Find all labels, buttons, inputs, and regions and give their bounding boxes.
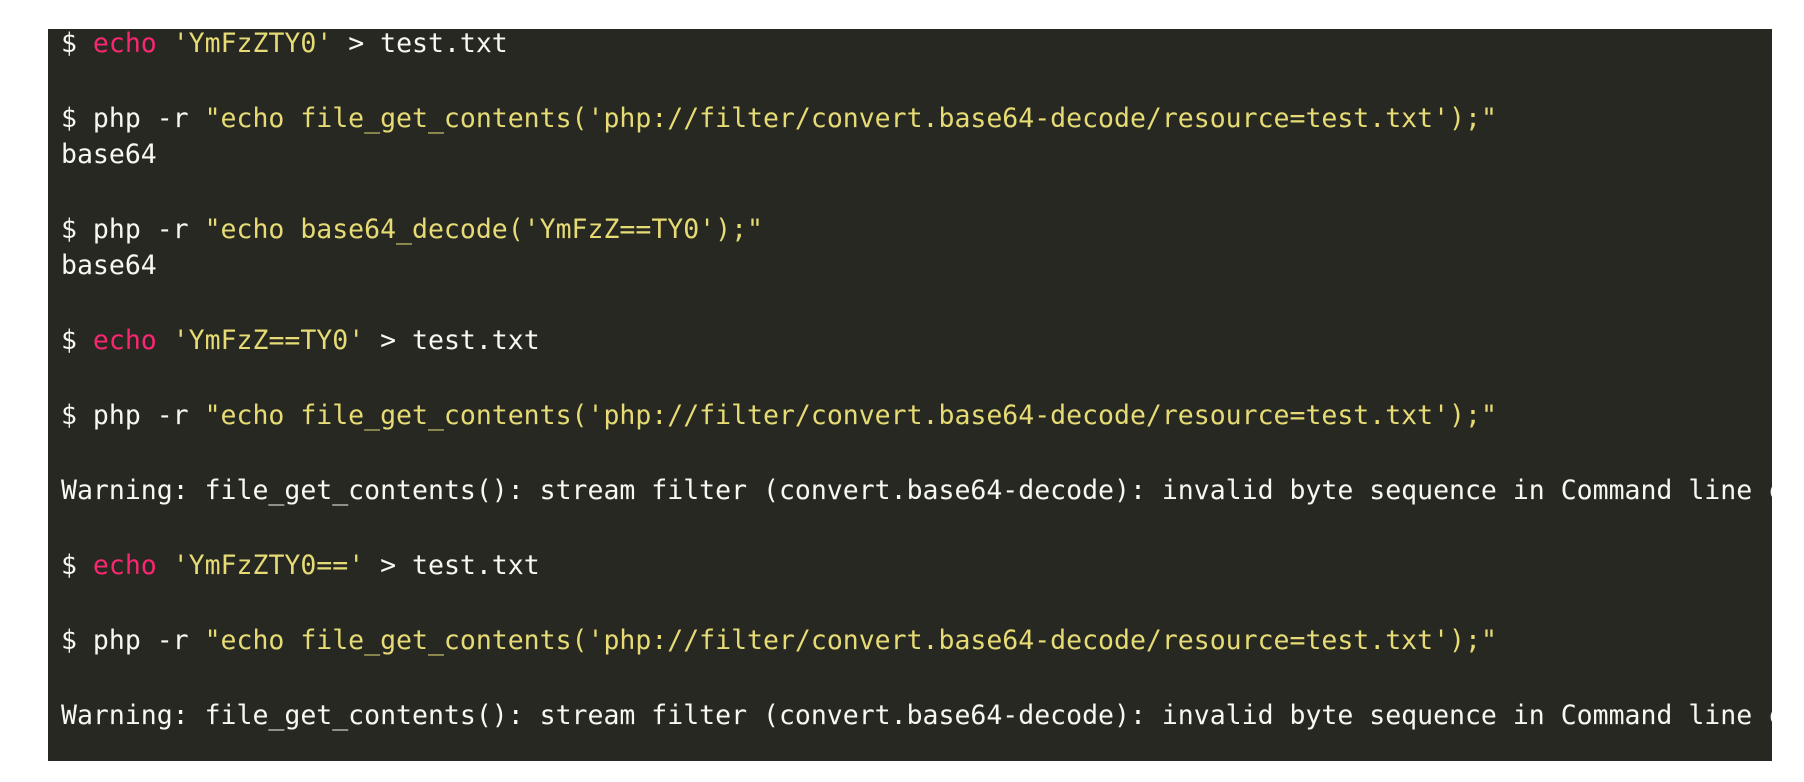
text-token: base64 <box>61 250 157 281</box>
string-token: "echo file_get_contents('php://filter/co… <box>204 625 1497 656</box>
text-token: > test.txt <box>364 550 540 581</box>
code-line: $ php -r "echo file_get_contents('php://… <box>61 622 1497 659</box>
text-token: > test.txt <box>332 29 508 59</box>
code-line: $ echo 'YmFzZTY0==' > test.txt <box>61 547 540 584</box>
code-line: Warning: file_get_contents(): stream fil… <box>61 472 1772 509</box>
string-token: 'YmFzZ==TY0' <box>172 325 365 356</box>
string-token: "echo base64_decode('YmFzZ==TY0');" <box>204 214 763 245</box>
keyword-token: echo <box>92 325 157 356</box>
code-line: base64 <box>61 136 157 173</box>
code-line: Warning: file_get_contents(): stream fil… <box>61 697 1772 734</box>
text-token: base64 <box>61 139 157 170</box>
string-token: "echo file_get_contents('php://filter/co… <box>204 103 1497 134</box>
keyword-token: echo <box>92 550 157 581</box>
code-line: base64 <box>61 247 157 284</box>
string-token: 'YmFzZTY0==' <box>172 550 365 581</box>
code-line: $ php -r "echo file_get_contents('php://… <box>61 100 1497 137</box>
text-token: $ php -r <box>61 103 205 134</box>
text-token: $ php -r <box>61 400 205 431</box>
string-token: "echo file_get_contents('php://filter/co… <box>204 400 1497 431</box>
text-token: $ php -r <box>61 214 205 245</box>
text-token <box>157 29 173 59</box>
text-token: > test.txt <box>364 325 540 356</box>
text-token <box>157 325 173 356</box>
code-line: $ php -r "echo file_get_contents('php://… <box>61 397 1497 434</box>
keyword-token: echo <box>92 29 157 59</box>
text-token: $ <box>61 29 93 59</box>
code-line: $ echo 'YmFzZTY0' > test.txt <box>61 29 508 62</box>
terminal-code-block: $ echo 'YmFzZTY0' > test.txt $ php -r "ec… <box>48 29 1772 761</box>
text-token: $ <box>61 550 93 581</box>
text-token: Warning: file_get_contents(): stream fil… <box>61 475 1772 506</box>
text-token: Warning: file_get_contents(): stream fil… <box>61 700 1772 731</box>
code-line: $ echo 'YmFzZ==TY0' > test.txt <box>61 322 540 359</box>
text-token: $ <box>61 325 93 356</box>
code-line: $ php -r "echo base64_decode('YmFzZ==TY0… <box>61 211 763 248</box>
text-token: $ php -r <box>61 625 205 656</box>
string-token: 'YmFzZTY0' <box>172 29 333 59</box>
text-token <box>157 550 173 581</box>
